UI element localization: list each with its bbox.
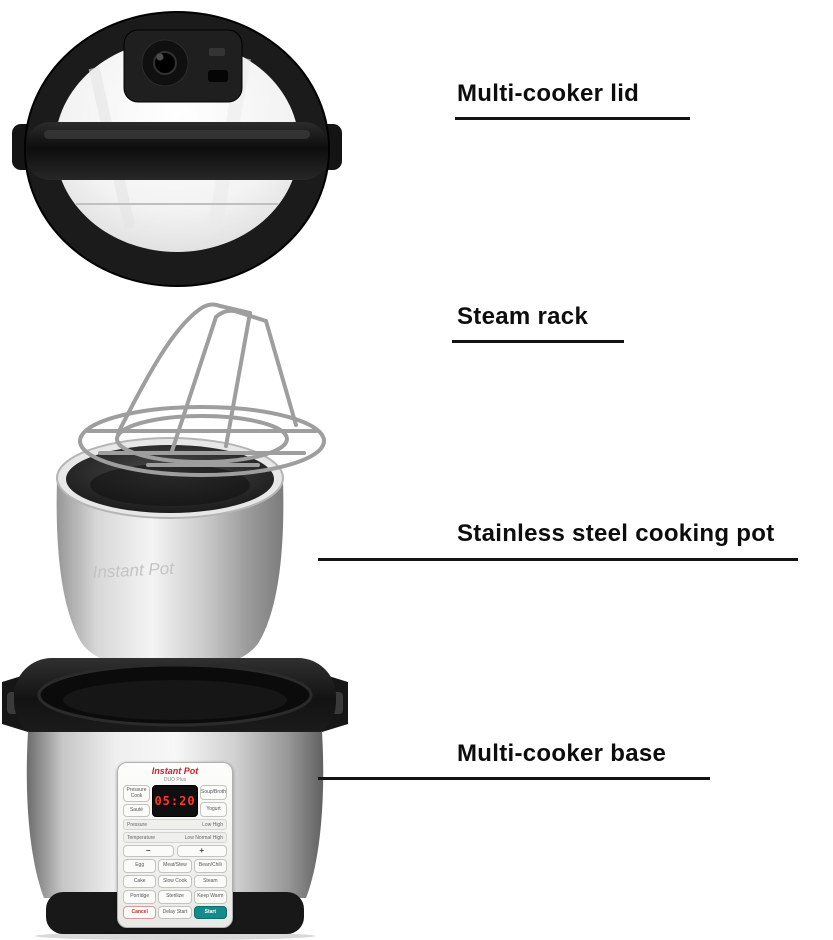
leader-line-base <box>318 777 710 780</box>
pot-body <box>56 480 284 670</box>
leader-line-cooking-pot <box>318 558 798 561</box>
steam-button: Steam <box>193 874 227 889</box>
porridge-button: Porridge <box>123 890 157 904</box>
callout-multi-cooker-base: Multi-cooker base <box>457 740 667 767</box>
temperature-indicator: Temperature Low Normal High <box>123 832 227 844</box>
saute-button: Sauté <box>123 804 150 818</box>
time-adjust-row: − + <box>123 845 227 858</box>
leader-line-lid <box>455 117 690 120</box>
display-row: Pressure Cook Sauté 05:20 Soup/Broth Yog… <box>123 785 227 818</box>
soup-broth-button: Soup/Broth <box>200 785 227 801</box>
bottom-buttons-row: Cancel Delay Start Start <box>123 905 227 919</box>
pressure-cook-button: Pressure Cook <box>123 785 150 803</box>
panel-brand-logo: Instant Pot <box>151 766 199 776</box>
leader-line-steam-rack <box>452 340 624 343</box>
keep-warm-button: Keep Warm <box>193 890 227 904</box>
temperature-indicator-label: Temperature <box>127 834 156 841</box>
program-buttons-grid: Egg Meat/Stew Bean/Chili Cake Slow Cook … <box>123 859 227 904</box>
pot-brand-text: Instant Pot <box>92 559 175 582</box>
slow-cook-button: Slow Cook <box>158 874 192 889</box>
temperature-indicator-levels: Low Normal High <box>184 834 223 841</box>
panel-model-text: DUO Plus <box>163 777 187 784</box>
cake-button: Cake <box>123 874 157 889</box>
pressure-indicator: Pressure Low High <box>123 819 227 831</box>
pressure-indicator-levels: Low High <box>202 821 223 828</box>
pressure-indicator-label: Pressure <box>127 821 148 828</box>
minus-button: − <box>123 845 174 858</box>
steam-release-valve <box>123 29 243 103</box>
led-display: 05:20 <box>152 785 198 818</box>
control-panel: Instant Pot DUO Plus Pressure Cook Sauté… <box>117 762 233 928</box>
egg-button: Egg <box>123 859 157 873</box>
meat-stew-button: Meat/Stew <box>158 859 192 873</box>
sterilize-button: Sterilize <box>158 890 192 904</box>
cooking-pot-illustration: Instant Pot <box>56 437 284 670</box>
steam-rack-illustration <box>78 302 326 477</box>
delay-start-button: Delay Start <box>158 905 192 919</box>
yogurt-button: Yogurt <box>200 802 227 818</box>
steam-rack-wires <box>78 302 326 477</box>
multi-cooker-lid-illustration <box>12 11 342 287</box>
callout-steam-rack: Steam rack <box>457 303 589 330</box>
cancel-button: Cancel <box>123 905 157 919</box>
callout-cooking-pot: Stainless steel cooking pot <box>457 520 775 547</box>
plus-button: + <box>176 845 227 858</box>
callout-multi-cooker-lid: Multi-cooker lid <box>457 80 640 107</box>
bean-chili-button: Bean/Chili <box>193 859 227 873</box>
start-button: Start <box>193 905 227 919</box>
float-valve <box>208 70 228 82</box>
